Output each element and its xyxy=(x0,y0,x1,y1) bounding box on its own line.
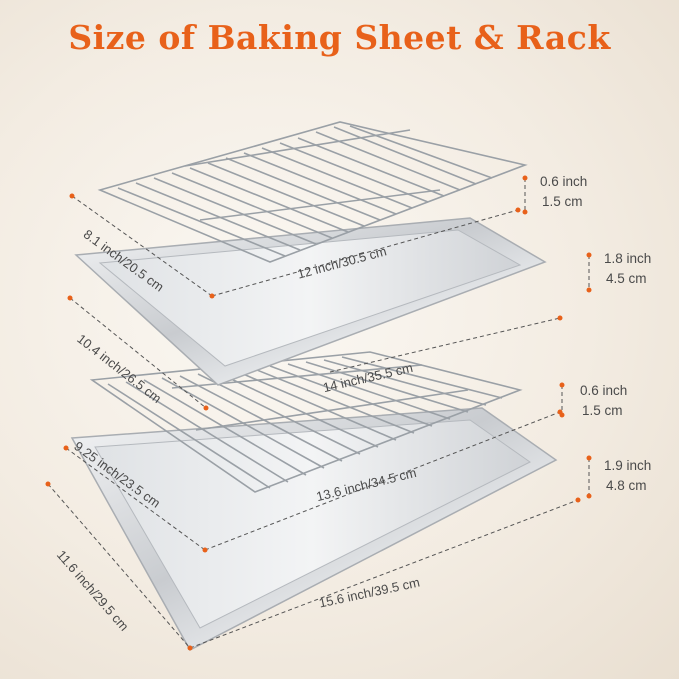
large-rack-height-inch: 0.6 inch xyxy=(580,383,628,398)
dimension-markers xyxy=(45,175,592,651)
small-baking-sheet xyxy=(74,217,547,386)
large-rack-height-cm: 1.5 cm xyxy=(582,403,623,418)
small-rack-height-inch: 0.6 inch xyxy=(540,174,588,189)
large-pan-height-cm: 4.8 cm xyxy=(606,478,647,493)
small-rack-height-cm: 1.5 cm xyxy=(542,194,583,209)
infographic-title: Size of Baking Sheet & Rack xyxy=(68,18,611,57)
large-rack-height-label: 0.6 inch 1.5 cm xyxy=(580,381,627,421)
large-cooling-rack xyxy=(89,351,523,493)
small-cooling-rack xyxy=(97,121,528,263)
dimension-lines xyxy=(47,178,590,649)
small-pan-height-cm: 4.5 cm xyxy=(606,271,647,286)
small-rack-height-label: 0.6 inch 1.5 cm xyxy=(540,172,587,212)
small-pan-height-label: 1.8 inch 4.5 cm xyxy=(604,249,651,289)
small-pan-height-inch: 1.8 inch xyxy=(604,251,652,266)
large-pan-height-label: 1.9 inch 4.8 cm xyxy=(604,456,651,496)
large-baking-sheet xyxy=(70,407,558,652)
large-pan-height-inch: 1.9 inch xyxy=(604,458,652,473)
